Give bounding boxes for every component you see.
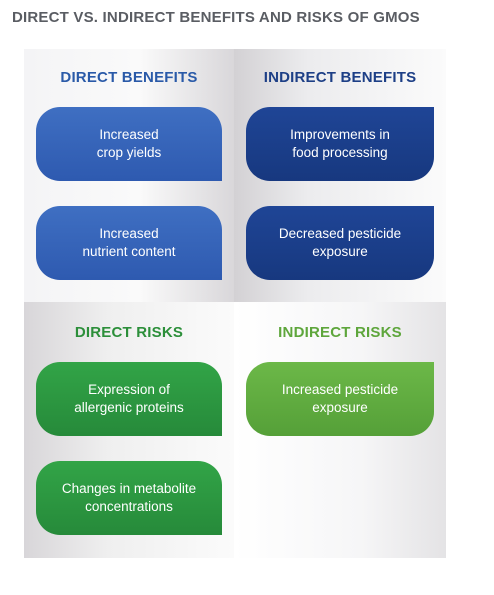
direct-benefits-heading: DIRECT BENEFITS — [60, 69, 198, 86]
indirect-risks-quadrant: INDIRECT RISKS Increased pesticide expos… — [234, 302, 446, 558]
indirect-risks-heading: INDIRECT RISKS — [278, 324, 402, 341]
direct-risks-heading: DIRECT RISKS — [74, 324, 184, 341]
benefit-item-crop-yields: Increased crop yields — [36, 107, 222, 181]
benefit-item-nutrient-content: Increased nutrient content — [36, 206, 222, 280]
risk-item-increased-pesticide: Increased pesticide exposure — [246, 362, 434, 436]
indirect-benefits-heading: INDIRECT BENEFITS — [263, 69, 417, 86]
risk-item-metabolite-concentrations: Changes in metabolite concentrations — [36, 461, 222, 535]
direct-risks-quadrant: DIRECT RISKS Expression of allergenic pr… — [24, 302, 234, 558]
direct-benefits-quadrant: DIRECT BENEFITS Increased crop yields In… — [24, 49, 234, 302]
indirect-benefits-quadrant: INDIRECT BENEFITS Improvements in food p… — [234, 49, 446, 302]
benefit-item-decreased-pesticide: Decreased pesticide exposure — [246, 206, 434, 280]
diagram-title: DIRECT VS. INDIRECT BENEFITS AND RISKS O… — [12, 9, 420, 26]
benefit-item-food-processing: Improvements in food processing — [246, 107, 434, 181]
risk-item-allergenic-proteins: Expression of allergenic proteins — [36, 362, 222, 436]
